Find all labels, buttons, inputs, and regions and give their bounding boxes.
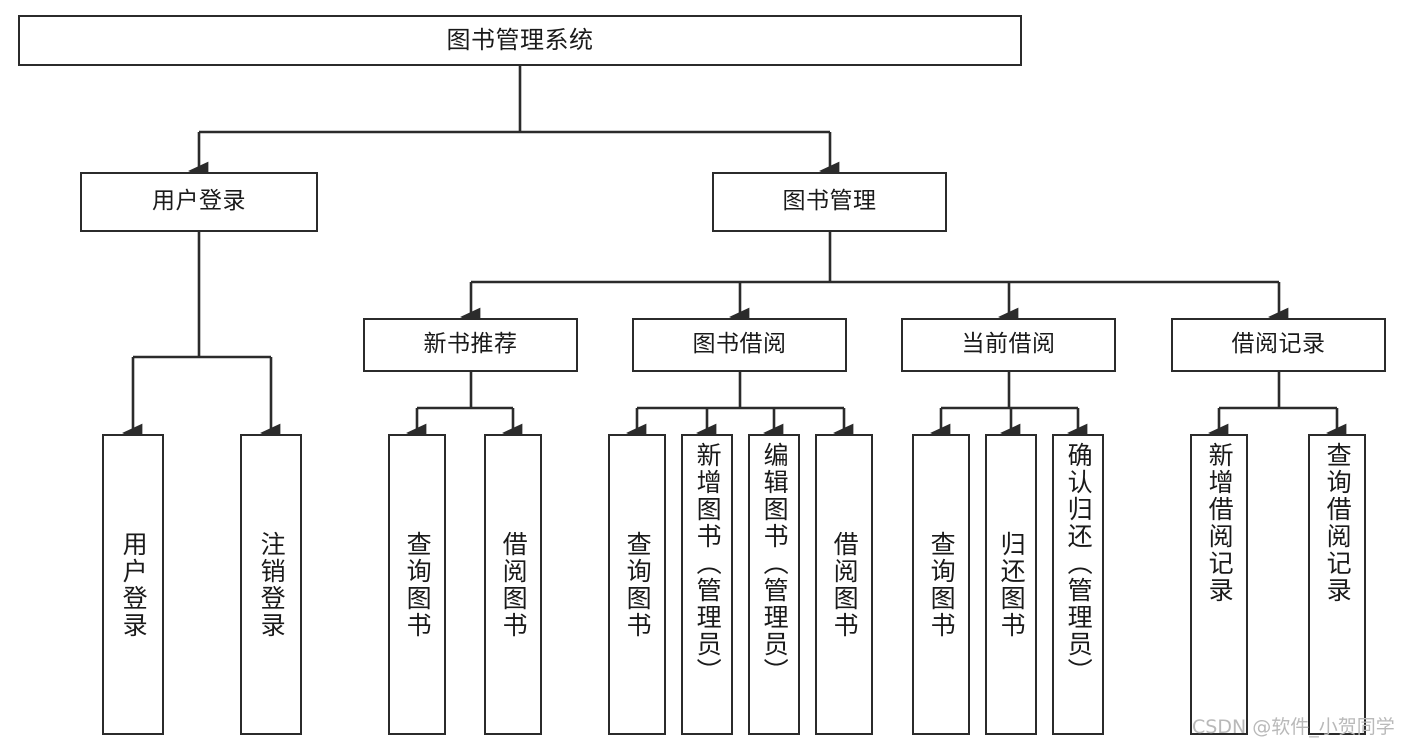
node-label: 用户登录: [152, 188, 246, 215]
node-label: 新书推荐: [423, 331, 518, 358]
node-label: 查询借阅记录: [1323, 442, 1353, 604]
leaf-borrow-book-recommend[interactable]: 借阅图书: [484, 434, 542, 735]
node-label: 确认归还（管理员）: [1064, 442, 1094, 685]
leaf-borrow-book[interactable]: 借阅图书: [815, 434, 873, 735]
node-label: 借阅图书: [499, 530, 529, 639]
node-label: 编辑图书（管理员）: [760, 442, 790, 685]
leaf-query-book-borrowing[interactable]: 查询图书: [608, 434, 666, 735]
leaf-query-borrow-record[interactable]: 查询借阅记录: [1308, 434, 1366, 735]
node-label: 图书管理系统: [446, 26, 594, 55]
node-new-book-recommendation[interactable]: 新书推荐: [363, 318, 578, 372]
node-book-borrowing[interactable]: 图书借阅: [632, 318, 847, 372]
node-user-login[interactable]: 用户登录: [80, 172, 318, 232]
leaf-query-book-current[interactable]: 查询图书: [912, 434, 970, 735]
leaf-add-borrow-record[interactable]: 新增借阅记录: [1190, 434, 1248, 735]
node-label: 注销登录: [257, 530, 287, 639]
leaf-edit-book-admin[interactable]: 编辑图书（管理员）: [748, 434, 800, 735]
node-label: 新增图书（管理员）: [693, 442, 723, 685]
leaf-return-book[interactable]: 归还图书: [985, 434, 1037, 735]
node-label: 查询图书: [927, 530, 957, 639]
node-label: 用户登录: [119, 530, 149, 639]
node-label: 查询图书: [623, 530, 653, 639]
leaf-add-book-admin[interactable]: 新增图书（管理员）: [681, 434, 733, 735]
leaf-user-logout[interactable]: 注销登录: [240, 434, 302, 735]
node-current-borrowing[interactable]: 当前借阅: [901, 318, 1116, 372]
csdn-watermark: CSDN @软件_小贺同学: [1192, 716, 1395, 738]
node-label: 归还图书: [997, 530, 1027, 639]
node-label: 当前借阅: [961, 331, 1056, 358]
leaf-confirm-return-admin[interactable]: 确认归还（管理员）: [1052, 434, 1104, 735]
node-label: 图书管理: [782, 188, 877, 215]
node-label: 新增借阅记录: [1205, 442, 1235, 604]
node-label: 图书借阅: [692, 331, 787, 358]
node-label: 借阅记录: [1231, 331, 1326, 358]
leaf-user-login[interactable]: 用户登录: [102, 434, 164, 735]
node-label: 借阅图书: [830, 530, 860, 639]
node-book-management[interactable]: 图书管理: [712, 172, 947, 232]
node-label: 查询图书: [403, 530, 433, 639]
node-root-system[interactable]: 图书管理系统: [18, 15, 1022, 66]
node-borrowing-records[interactable]: 借阅记录: [1171, 318, 1386, 372]
leaf-query-book-recommend[interactable]: 查询图书: [388, 434, 446, 735]
